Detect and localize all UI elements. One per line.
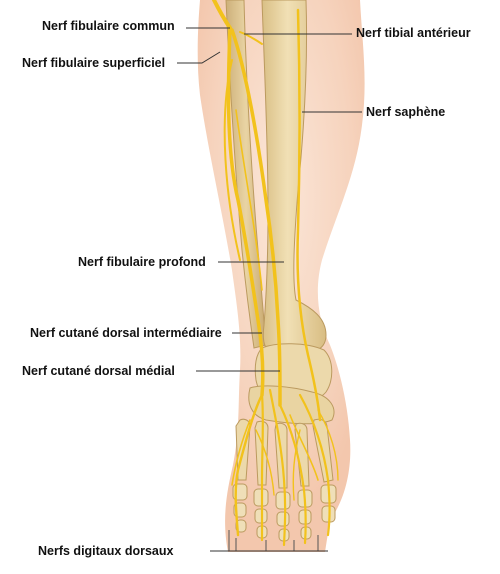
label-superficial-fibular-nerve: Nerf fibulaire superficiel <box>22 56 166 70</box>
leader-lines <box>177 27 362 552</box>
label-deep-fibular-nerve: Nerf fibulaire profond <box>78 255 206 269</box>
digital-nerve-ticks <box>228 530 319 551</box>
label-anterior-tibial-nerve: Nerf tibial antérieur <box>356 26 471 40</box>
nerve-network <box>212 0 339 547</box>
label-common-fibular-nerve: Nerf fibulaire commun <box>42 19 175 33</box>
label-saphenous-nerve: Nerf saphène <box>366 105 446 119</box>
label-intermediate-dorsal-cutaneous-nerve: Nerf cutané dorsal intermédiaire <box>30 326 222 340</box>
leader-superficial-fibular <box>177 51 221 64</box>
label-dorsal-digital-nerves: Nerfs digitaux dorsaux <box>38 544 174 558</box>
label-medial-dorsal-cutaneous-nerve: Nerf cutané dorsal médial <box>22 364 175 378</box>
